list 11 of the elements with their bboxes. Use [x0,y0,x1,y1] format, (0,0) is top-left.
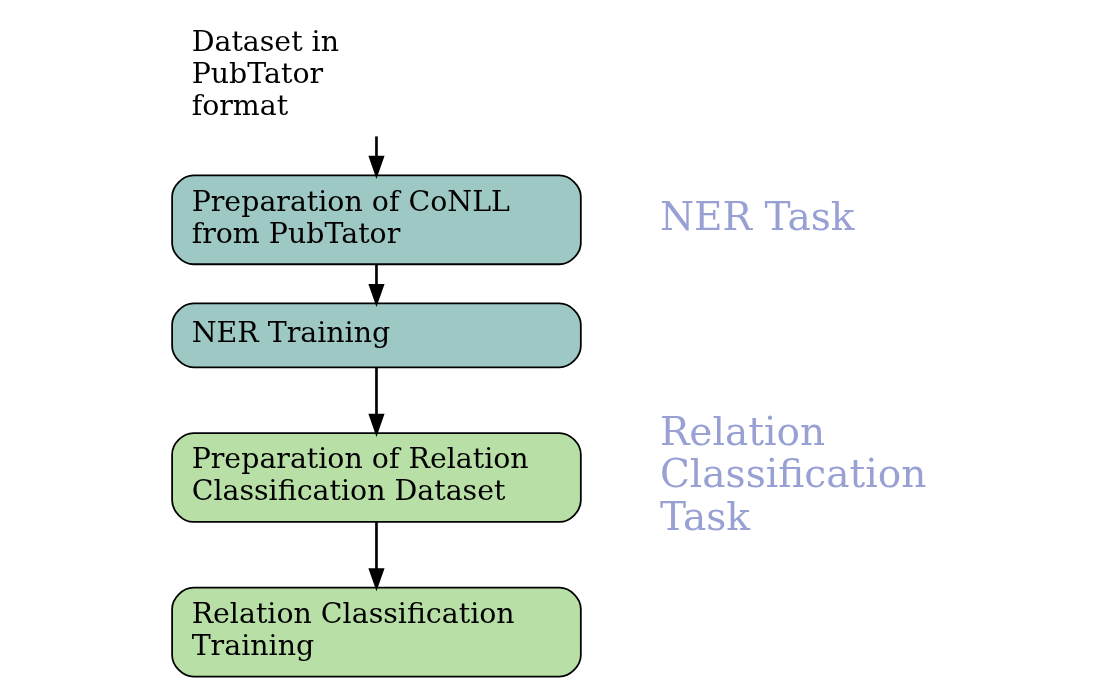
arrow [367,264,385,308]
node-box: Preparation of CoNLL from PubTator [170,174,582,266]
arrow [367,136,385,179]
node-box: Relation Classification Training [170,586,582,678]
node-box: Preparation of Relation Classification Dataset [170,432,582,523]
label: NER Task [659,193,855,239]
arrow [367,367,385,437]
node-text: Dataset in PubTator format [191,24,339,122]
node-box: NER Training [170,302,582,369]
arrow [367,522,385,592]
label: Relation Classification Task [659,408,926,540]
